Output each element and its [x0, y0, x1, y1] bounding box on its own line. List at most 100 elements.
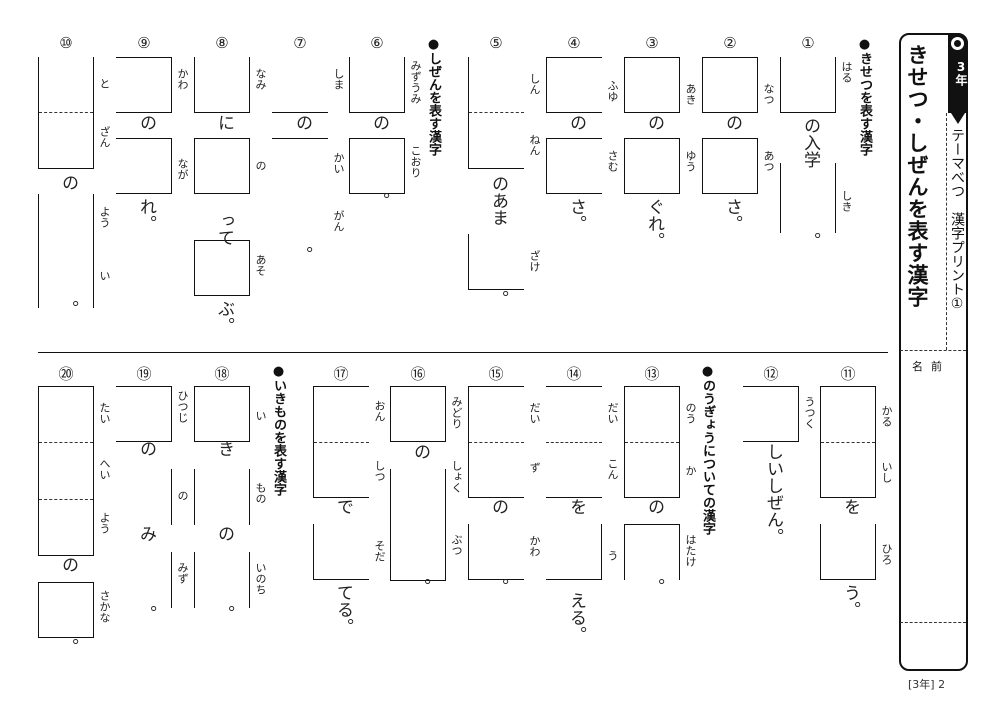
answer-box[interactable] [272, 57, 328, 113]
answer-box[interactable] [546, 57, 602, 113]
answer-box[interactable] [624, 524, 680, 580]
furigana: か [684, 465, 697, 476]
name-field[interactable] [912, 372, 960, 618]
furigana: ねん [528, 134, 541, 156]
sentence-text: を [840, 498, 860, 515]
sentence-text: 。 [136, 605, 156, 622]
answer-box[interactable] [546, 524, 602, 580]
furigana: こおり [409, 145, 422, 178]
furigana: ひつじ [176, 390, 189, 423]
sentence-text: 。 [214, 605, 234, 622]
question-number: ⑮ [488, 365, 504, 383]
sentence-text: ぶ。 [214, 300, 234, 334]
question-number: ⑪ [840, 365, 856, 383]
answer-box[interactable] [313, 524, 369, 580]
answer-box[interactable] [194, 552, 250, 608]
furigana: よう [98, 512, 111, 534]
answer-box[interactable] [546, 138, 602, 194]
answer-box[interactable] [780, 57, 836, 113]
grade-strip [948, 33, 968, 113]
section-divider [38, 352, 888, 353]
answer-box[interactable] [780, 163, 836, 233]
triangle-down-icon [951, 113, 965, 124]
question-number: ① [801, 34, 815, 52]
furigana: かい [332, 152, 345, 174]
furigana: ふゆ [606, 80, 619, 102]
answer-box[interactable] [349, 57, 405, 113]
sentence-text: 。 [488, 290, 508, 307]
answer-box[interactable] [272, 138, 328, 194]
furigana: ひろ [880, 543, 893, 565]
sentence-text: のあま [488, 175, 508, 226]
answer-box[interactable] [38, 57, 94, 169]
sentence-text: 。 [800, 232, 820, 249]
sentence-text: 。 [644, 578, 664, 595]
section-heading-living-things: ●いきものを表す漢字 [271, 364, 286, 496]
furigana: こん [606, 458, 619, 480]
answer-box[interactable] [116, 469, 172, 525]
answer-box[interactable] [194, 469, 250, 525]
sentence-text: 。 [488, 578, 508, 595]
answer-box[interactable] [194, 386, 250, 442]
furigana: そだ [373, 540, 386, 562]
question-number: ② [723, 34, 737, 52]
answer-box[interactable] [38, 386, 94, 556]
furigana: なつ [762, 83, 775, 105]
question-number: ⑩ [59, 34, 73, 52]
answer-box[interactable] [624, 57, 680, 113]
question-number: ⑲ [136, 365, 152, 383]
answer-box[interactable] [349, 138, 405, 194]
furigana: い [254, 410, 267, 421]
answer-box[interactable] [546, 386, 602, 498]
question-number: ⑱ [214, 365, 230, 383]
furigana: はる [840, 61, 853, 83]
sentence-text: って [214, 212, 234, 246]
furigana: の [254, 160, 267, 171]
furigana: みず [176, 562, 189, 584]
furigana: ざけ [528, 250, 541, 272]
furigana: しん [528, 73, 541, 95]
answer-box[interactable] [624, 386, 680, 498]
sentence-text: の [292, 114, 312, 131]
answer-box[interactable] [116, 552, 172, 608]
answer-box[interactable] [820, 386, 876, 498]
furigana: さかな [98, 590, 111, 623]
sentence-text: の [566, 114, 586, 131]
sentence-text: き [214, 440, 234, 457]
answer-box[interactable] [702, 57, 758, 113]
furigana: うつく [803, 396, 816, 429]
answer-box[interactable] [194, 240, 250, 296]
answer-box[interactable] [194, 57, 250, 113]
answer-box[interactable] [743, 386, 799, 442]
answer-box[interactable] [116, 57, 172, 113]
furigana: あつ [762, 150, 775, 172]
sentence-text: れ。 [136, 198, 156, 232]
answer-box[interactable] [390, 386, 446, 442]
furigana: う [606, 550, 619, 561]
answer-box[interactable] [468, 234, 524, 290]
answer-box[interactable] [313, 386, 369, 498]
answer-box[interactable] [702, 138, 758, 194]
sentence-text: の [644, 498, 664, 515]
answer-box[interactable] [38, 582, 94, 638]
furigana: なみ [254, 68, 267, 90]
name-label: 名前 [912, 360, 950, 373]
furigana: だい [528, 402, 541, 424]
answer-box[interactable] [624, 138, 680, 194]
answer-box[interactable] [820, 524, 876, 580]
question-number: ⑭ [566, 365, 582, 383]
answer-box[interactable] [38, 194, 94, 308]
question-number: ⑫ [763, 365, 779, 383]
furigana: かわ [176, 68, 189, 90]
answer-box[interactable] [116, 138, 172, 194]
answer-box[interactable] [116, 386, 172, 442]
furigana: おん [373, 400, 386, 422]
answer-box[interactable] [390, 469, 446, 581]
answer-box[interactable] [468, 524, 524, 580]
answer-box[interactable] [468, 386, 524, 498]
answer-box[interactable] [468, 57, 524, 169]
furigana: みどり [450, 396, 463, 429]
answer-box-divider [469, 442, 524, 443]
answer-box[interactable] [194, 138, 250, 194]
question-number: ⑤ [489, 34, 503, 52]
